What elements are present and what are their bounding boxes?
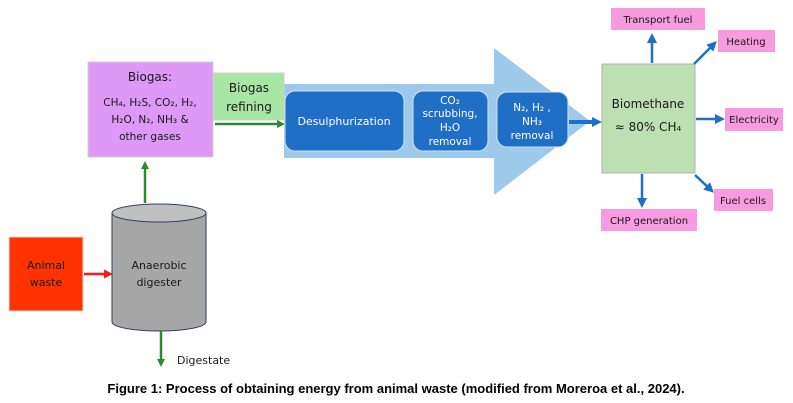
- step-n2-h2-nh3-removal: N₂, H₂ , NH₃ removal: [496, 91, 569, 148]
- animal-waste-label-2: waste: [30, 276, 63, 289]
- biogas-composition-2: H₂O, N₂, NH₃ &: [111, 114, 188, 126]
- step-2-label-1: CO₂: [440, 95, 460, 107]
- step-2-label-2: scrubbing,: [422, 108, 477, 120]
- biogas-composition-1: CH₄, H₂S, CO₂, H₂,: [103, 97, 196, 109]
- to-heating-arrow: [693, 41, 717, 65]
- transport-fuel-label: Transport fuel: [623, 15, 693, 26]
- step-desulphurization: Desulphurization: [284, 90, 405, 152]
- step-2-label-3: H₂O: [440, 122, 460, 134]
- digestate-label: Digestate: [177, 354, 230, 367]
- anaerobic-digester: Anaerobic digester: [111, 203, 207, 332]
- biogas-composition-3: other gases: [119, 131, 181, 143]
- figure-caption: Figure 1: Process of obtaining energy fr…: [107, 381, 684, 396]
- refining-label-1: Biogas: [229, 81, 269, 95]
- chp-generation-label: CHP generation: [610, 216, 688, 227]
- biomethane-box: Biomethane ≈ 80% CH₄: [601, 63, 696, 174]
- to-fuel-cells-arrow: [694, 174, 714, 193]
- refining-label-2: refining: [226, 100, 272, 114]
- use-heating: Heating: [718, 30, 775, 52]
- step-3-label-3: removal: [511, 130, 554, 142]
- biomethane-title: Biomethane: [612, 97, 685, 111]
- use-chp-generation: CHP generation: [601, 209, 697, 231]
- digester-label-1: Anaerobic: [131, 259, 186, 272]
- heating-label: Heating: [726, 37, 765, 48]
- step-3-label-2: NH₃: [522, 116, 542, 128]
- electricity-label: Electricity: [729, 115, 779, 126]
- use-fuel-cells: Fuel cells: [714, 189, 773, 211]
- digester-label-2: digester: [136, 276, 182, 289]
- animal-waste-box: Animal waste: [8, 236, 84, 312]
- biogas-box: Biogas: CH₄, H₂S, CO₂, H₂, H₂O, N₂, NH₃ …: [87, 61, 214, 158]
- step-co2-scrubbing: CO₂ scrubbing, H₂O removal: [412, 90, 489, 152]
- biogas-refining-box: Biogas refining: [213, 72, 285, 121]
- step-2-label-4: removal: [429, 136, 472, 148]
- fuel-cells-label: Fuel cells: [720, 196, 766, 207]
- step-3-label-1: N₂, H₂ ,: [513, 102, 551, 114]
- biogas-title: Biogas:: [128, 70, 172, 84]
- biomethane-content: ≈ 80% CH₄: [615, 120, 682, 134]
- step-1-label: Desulphurization: [297, 115, 390, 128]
- use-transport-fuel: Transport fuel: [611, 8, 705, 30]
- animal-waste-label-1: Animal: [27, 259, 65, 272]
- use-electricity: Electricity: [725, 108, 783, 131]
